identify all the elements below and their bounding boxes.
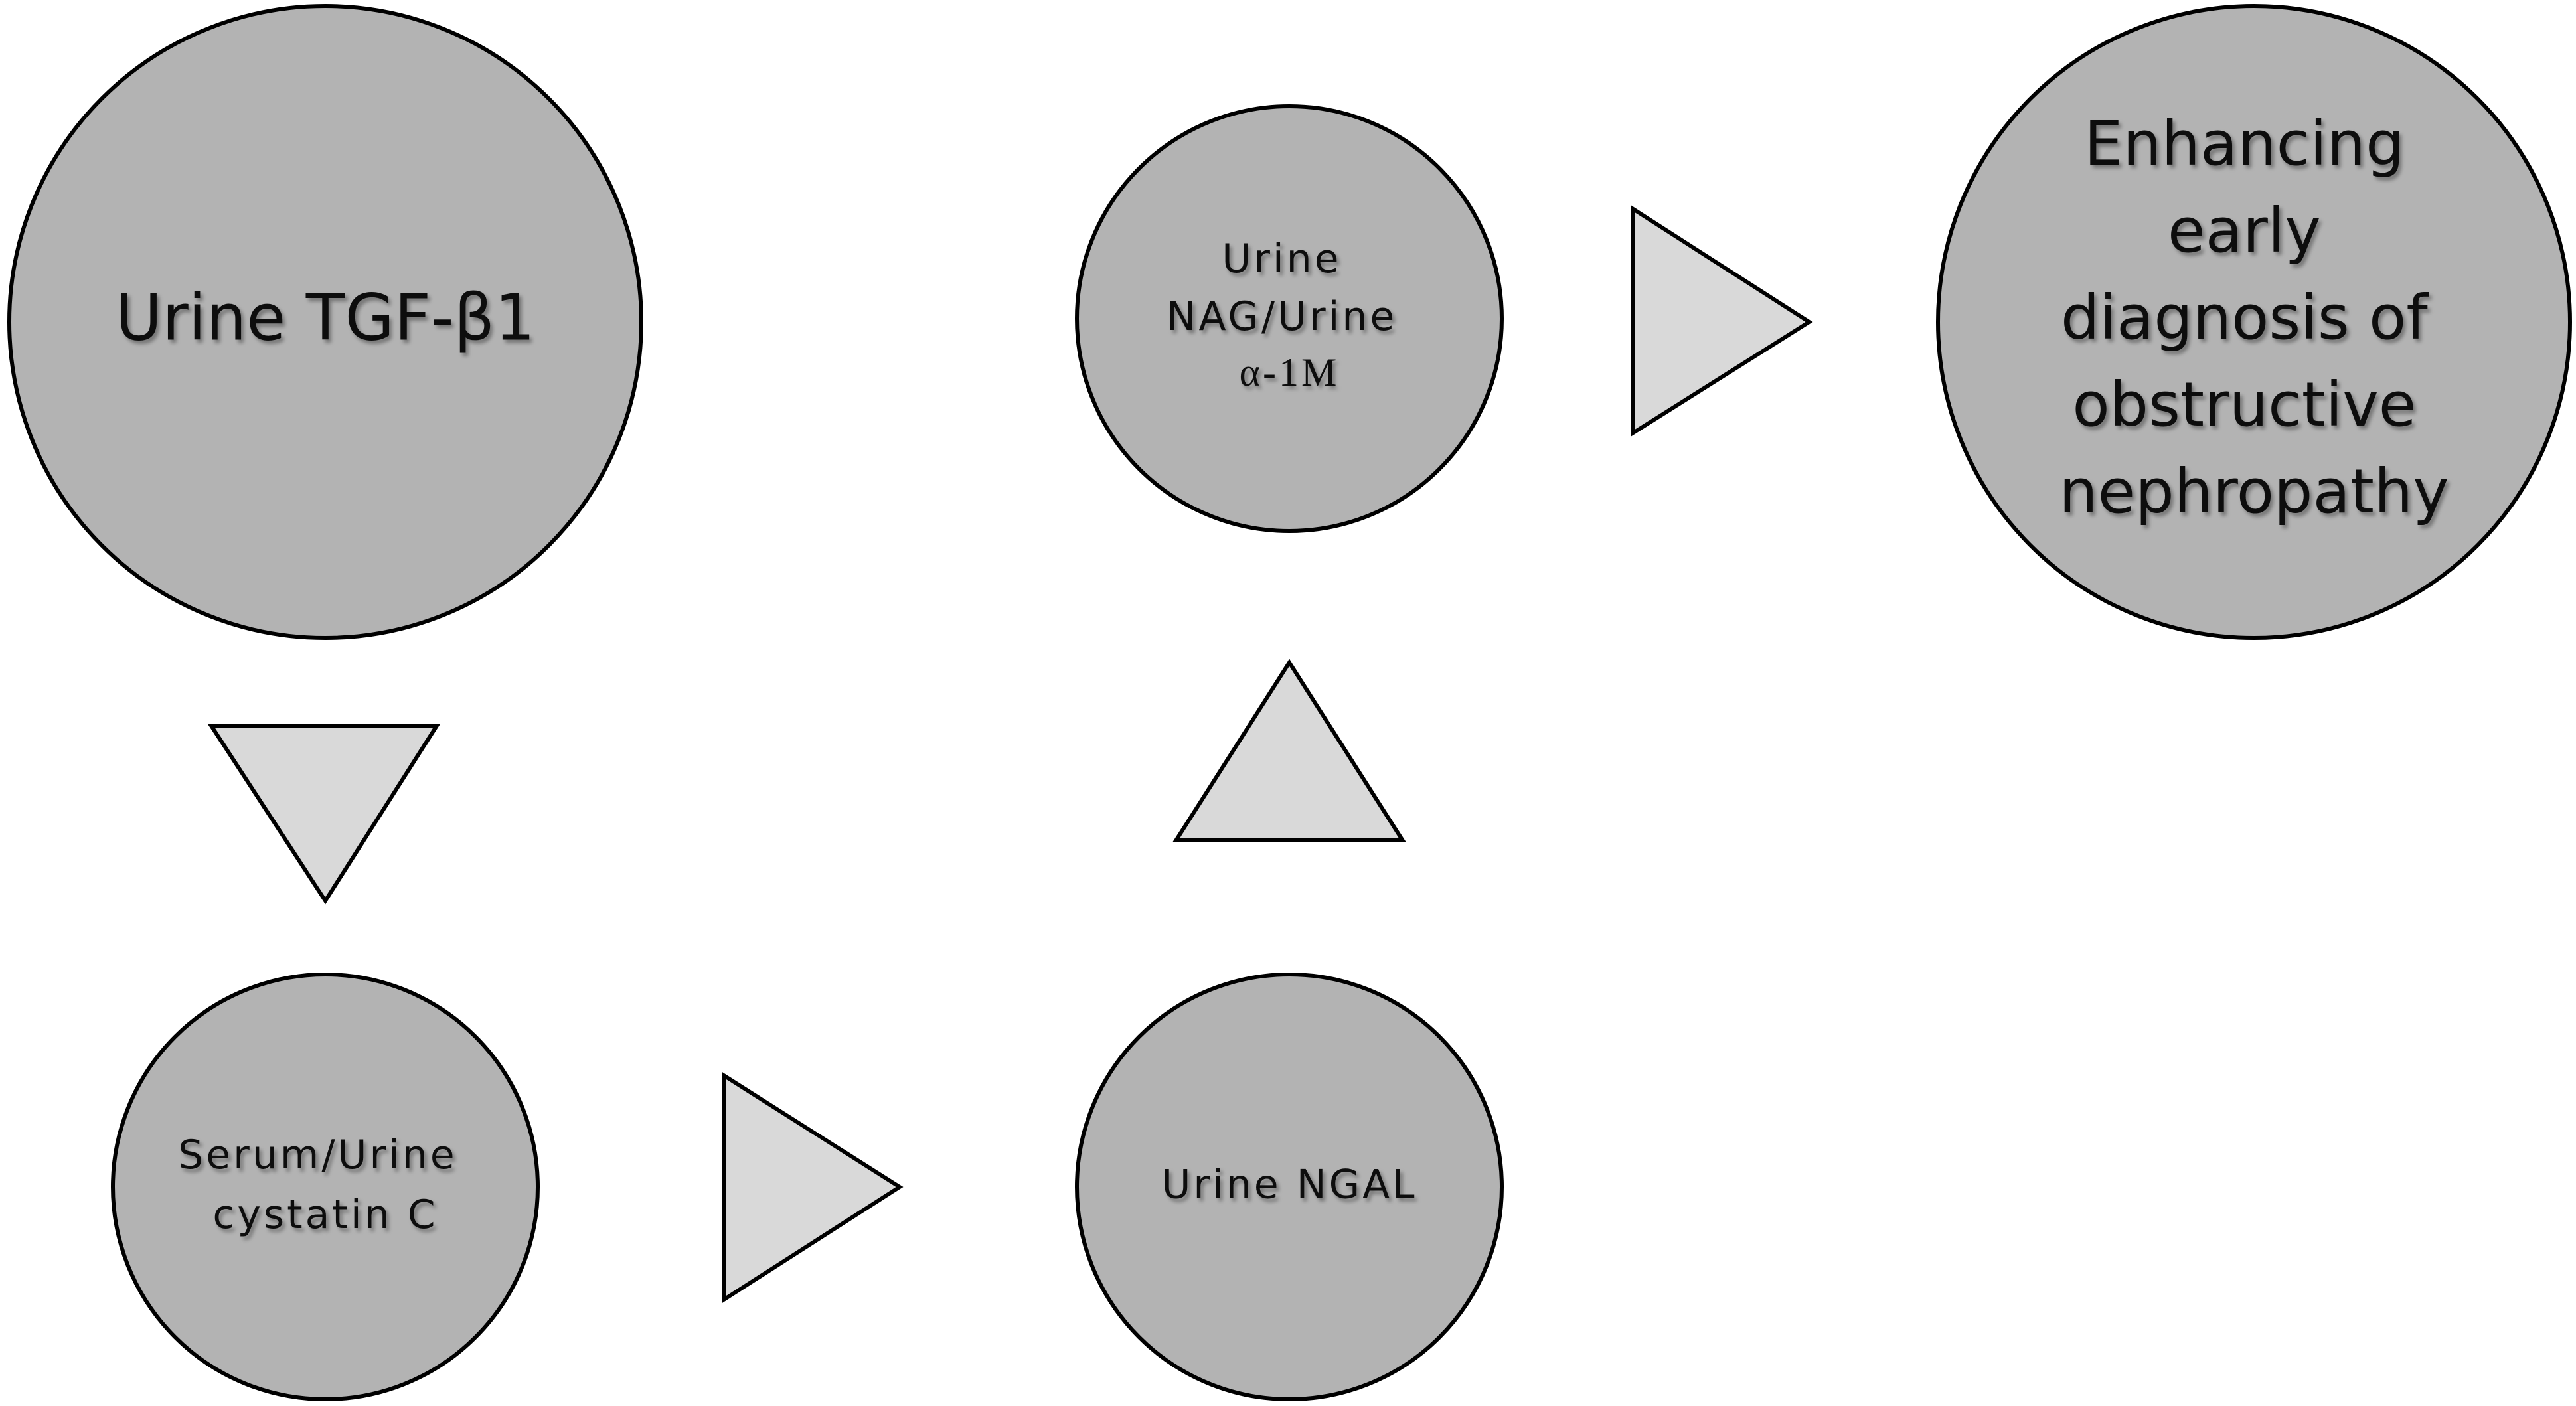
node-urine-tgf-beta1-label: Urine TGF-β1: [116, 280, 535, 354]
node-urine-nag-alpha1m-line-3: α-1M: [1240, 351, 1340, 394]
node-urine-nag-alpha1m-circle: [1075, 104, 1504, 533]
arrow-up-icon: [1172, 659, 1406, 842]
node-serum-urine-cystatin-c-line-1: Serum/Urine: [178, 1132, 457, 1178]
node-serum-urine-cystatin-c-circle: [111, 973, 540, 1401]
node-enhancing-early-diagnosis-line-5: nephropathy: [2059, 456, 2449, 527]
node-enhancing-early-diagnosis-line-1: Enhancing: [2084, 108, 2404, 179]
node-serum-urine-cystatin-c: Serum/Urine cystatin C: [111, 973, 540, 1401]
node-urine-nag-alpha1m-line-2: NAG/Urine: [1167, 293, 1398, 340]
node-urine-nag-alpha1m: Urine NAG/Urine α-1M: [1075, 104, 1504, 533]
node-urine-tgf-beta1: Urine TGF-β1: [7, 4, 643, 640]
arrow-down-icon: [207, 724, 441, 905]
node-urine-tgf-beta1-circle: [7, 4, 643, 640]
node-urine-ngal-circle: [1075, 973, 1504, 1401]
arrow-right-icon: [722, 1071, 904, 1304]
node-urine-ngal: Urine NGAL: [1075, 973, 1504, 1401]
node-enhancing-early-diagnosis: Enhancing early diagnosis of obstructive…: [1936, 4, 2572, 640]
node-enhancing-early-diagnosis-line-3: diagnosis of: [2061, 282, 2429, 353]
node-enhancing-early-diagnosis-circle: [1936, 4, 2572, 640]
node-urine-ngal-label: Urine NGAL: [1161, 1162, 1417, 1208]
node-enhancing-early-diagnosis-line-2: early: [2168, 195, 2321, 266]
arrow-right-icon: [1631, 205, 1813, 437]
node-serum-urine-cystatin-c-line-2: cystatin C: [212, 1192, 438, 1238]
node-enhancing-early-diagnosis-label: Enhancing early diagnosis of obstructive…: [2059, 108, 2449, 527]
node-enhancing-early-diagnosis-line-4: obstructive: [2072, 369, 2416, 440]
node-urine-nag-alpha1m-label: Urine NAG/Urine α-1M: [1167, 236, 1413, 394]
node-urine-nag-alpha1m-line-1: Urine: [1222, 236, 1341, 282]
node-serum-urine-cystatin-c-label: Serum/Urine cystatin C: [178, 1132, 473, 1238]
